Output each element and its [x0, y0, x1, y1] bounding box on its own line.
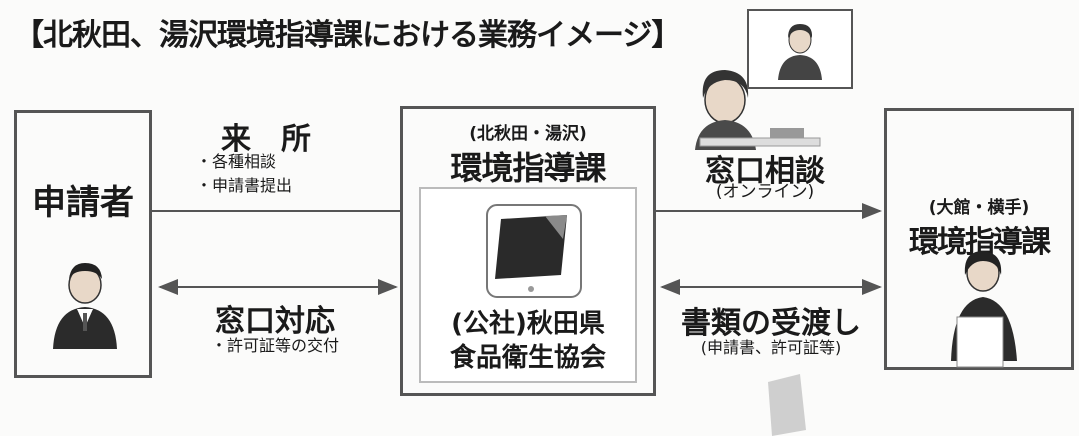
applicant-box: 申請者 [14, 110, 152, 378]
visit-heading: 来 所 [221, 122, 311, 157]
staff-icon [951, 251, 1017, 368]
applicant-label: 申請者 [32, 183, 134, 223]
partner-org-name: (公社)秋田県 食品衛生協会 [421, 307, 635, 375]
visit-item: ・各種相談 [196, 152, 277, 171]
center-office-box: (北秋田・湯沢) 環境指導課 (公社)秋田県 食品衛生協会 [400, 106, 656, 396]
tablet-icon [486, 204, 582, 298]
remote-office-box: (大館・横手) 環境指導課 [884, 108, 1074, 370]
visit-item: ・申請書提出 [196, 176, 293, 195]
visit-items: ・各種相談 ・申請書提出 [196, 150, 326, 198]
online-note: (オンライン) [715, 182, 815, 202]
partner-org-panel: (公社)秋田県 食品衛生協会 [419, 187, 637, 383]
person-icon [53, 263, 117, 349]
center-office-name: 環境指導課 [450, 149, 606, 187]
online-heading: 窓口相談 [705, 154, 825, 189]
counter-heading: 窓口対応 [215, 304, 335, 339]
center-office-subtitle: (北秋田・湯沢) [469, 124, 587, 144]
remote-office-subtitle: (大館・横手) [928, 198, 1030, 218]
partner-org-line1: (公社)秋田県 [451, 309, 605, 339]
documents-heading: 書類の受渡し [681, 306, 861, 341]
counter-item: ・許可証等の交付 [210, 336, 339, 355]
partner-org-line2: 食品衛生協会 [449, 343, 606, 373]
page-title: 【北秋田、湯沢環境指導課における業務イメージ】 [14, 18, 681, 53]
documents-note: (申請書、許可証等) [700, 338, 842, 357]
